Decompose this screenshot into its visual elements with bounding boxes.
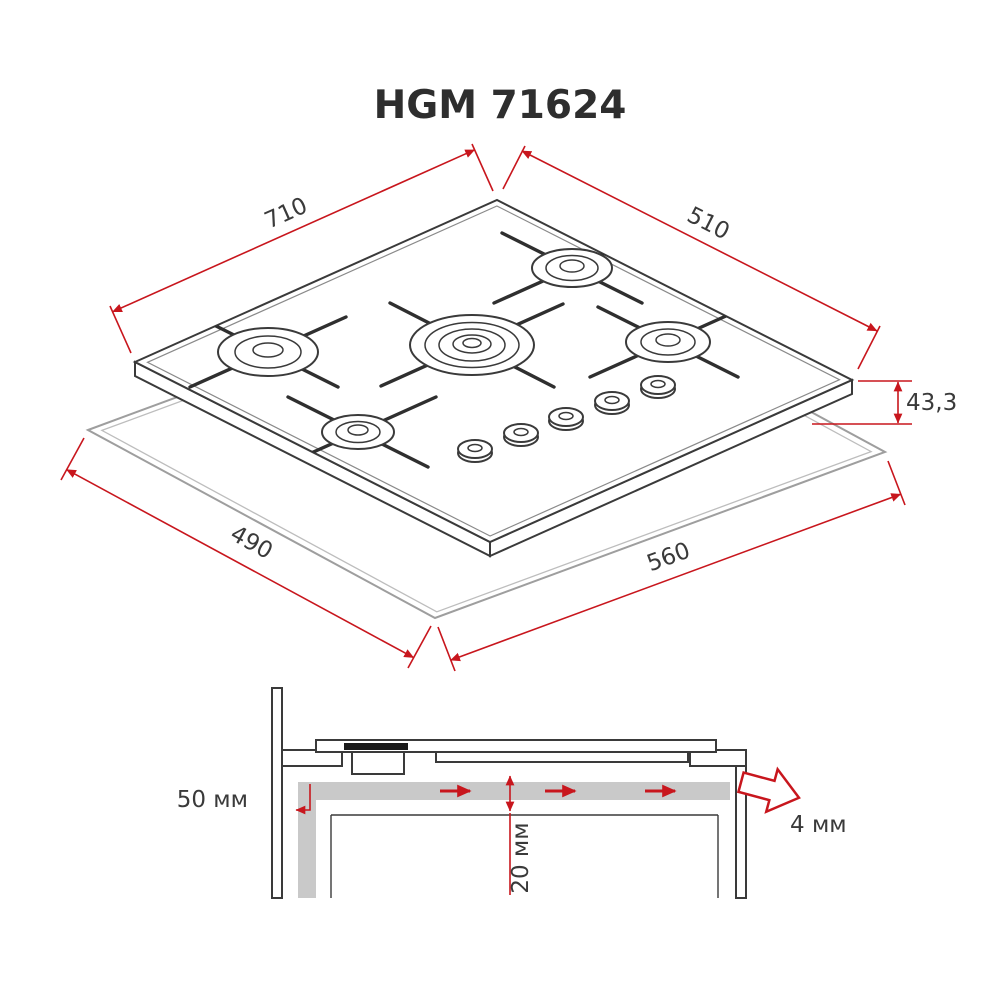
right-gap: 4 мм (736, 766, 847, 838)
outflow-arrow-icon (736, 766, 801, 814)
dimension-height: 43,3 (812, 380, 957, 425)
dimension-560-label: 560 (644, 538, 694, 577)
knob (548, 407, 584, 431)
under-clearance-label: 20 мм (508, 822, 534, 893)
under-clearance: 20 мм (505, 775, 534, 895)
left-clearance-label: 50 мм (177, 787, 248, 813)
installation-section-view: 50 мм 20 мм 4 мм (177, 687, 847, 899)
burner-front-small (321, 414, 395, 450)
dimension-510-label: 510 (683, 202, 734, 245)
knob (503, 423, 539, 447)
hob-section-profile (315, 739, 717, 775)
cabinet-structure (271, 687, 747, 899)
dimension-710-label: 710 (261, 193, 312, 235)
isometric-view: 710 510 43,3 490 560 (60, 143, 957, 672)
burner-back (531, 248, 613, 288)
knob (594, 391, 630, 415)
left-clearance: 50 мм (177, 784, 311, 815)
product-title: HGM 71624 (374, 83, 627, 128)
dimension-43-label: 43,3 (906, 390, 957, 416)
control-knobs (457, 375, 676, 463)
burner-center-wok (409, 314, 535, 376)
knob (640, 375, 676, 399)
burner-right (625, 321, 711, 363)
right-gap-label: 4 мм (790, 812, 847, 838)
burner-left (217, 327, 319, 377)
knob (457, 439, 493, 463)
